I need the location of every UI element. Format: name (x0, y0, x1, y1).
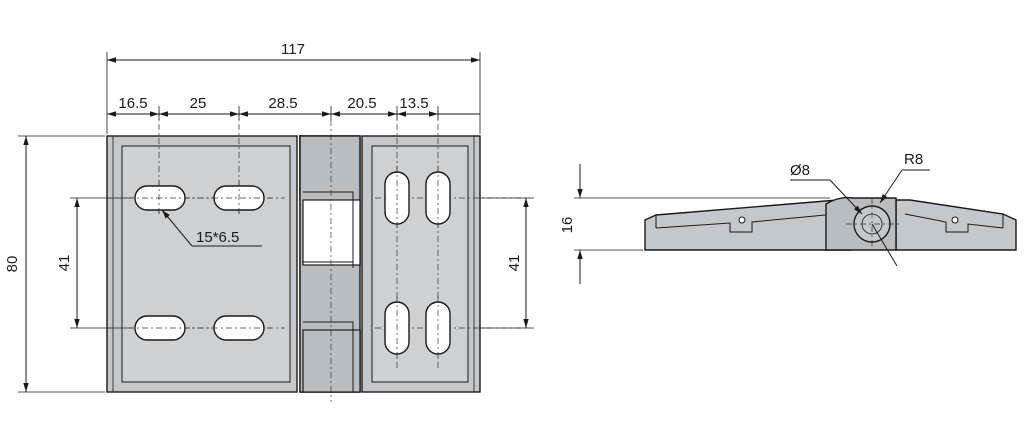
dim-seg-5: 13.5 (399, 95, 428, 112)
dim-knuckle-radius: R8 (904, 151, 923, 168)
dim-overall-width: 117 (281, 41, 305, 58)
side-view (644, 196, 1017, 252)
dim-seg-1: 16.5 (118, 95, 147, 112)
front-view-dimensions: 117 16.5 25 28.5 20.5 13.5 80 41 41 15*6… (4, 41, 534, 393)
left-leaf (106, 135, 298, 393)
side-view-dimensions: 16 Ø8 R8 (559, 151, 930, 284)
dim-overall-height: 80 (4, 256, 21, 273)
dim-seg-2: 25 (190, 95, 207, 112)
dim-left-slot-spacing: 41 (56, 255, 73, 272)
right-leaf (361, 135, 481, 393)
dim-seg-4: 20.5 (347, 95, 376, 112)
dim-slot-size: 15*6.5 (196, 229, 239, 246)
dim-pin-diameter: Ø8 (790, 162, 810, 179)
dim-seg-3: 28.5 (268, 95, 297, 112)
front-view (106, 110, 530, 402)
center-knuckle (299, 135, 361, 393)
dim-right-slot-spacing: 41 (506, 255, 523, 272)
dim-side-height: 16 (559, 217, 576, 234)
